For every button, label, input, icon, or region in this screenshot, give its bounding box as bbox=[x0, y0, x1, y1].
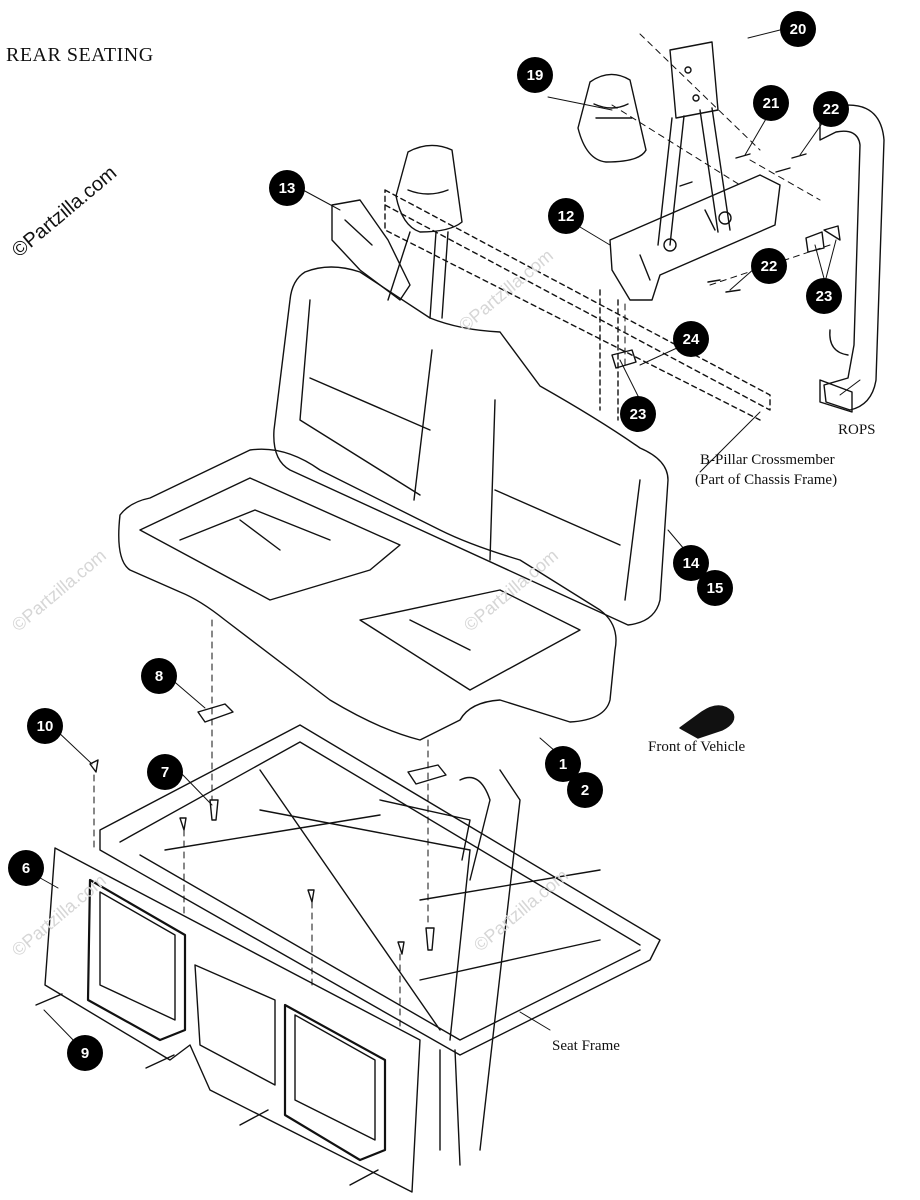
rops-label: ROPS bbox=[838, 422, 876, 438]
callout-8: 8 bbox=[141, 658, 177, 694]
side-bracket-13 bbox=[331, 199, 411, 301]
callout-19: 19 bbox=[517, 57, 553, 93]
headrest-post-frame bbox=[657, 41, 731, 246]
callout-22b: 22 bbox=[751, 248, 787, 284]
callout-7: 7 bbox=[147, 754, 183, 790]
callout-21: 21 bbox=[753, 85, 789, 121]
callout-20: 20 bbox=[780, 11, 816, 47]
b-pillar-sublabel: (Part of Chassis Frame) bbox=[695, 472, 838, 488]
callout-9: 9 bbox=[67, 1035, 103, 1071]
fasteners bbox=[35, 153, 841, 1186]
front-arrow bbox=[679, 705, 735, 739]
seat-back bbox=[273, 266, 669, 626]
callout-10: 10 bbox=[27, 708, 63, 744]
callout-23: 23 bbox=[806, 278, 842, 314]
rear-bracket bbox=[609, 174, 781, 301]
seat-bottom bbox=[118, 448, 617, 741]
b-pillar-label: B-Pillar Crossmember bbox=[700, 452, 835, 468]
callout-15: 15 bbox=[697, 570, 733, 606]
callout-12: 12 bbox=[548, 198, 584, 234]
page-title: REAR SEATING bbox=[6, 44, 154, 66]
callout-22: 22 bbox=[813, 91, 849, 127]
seat-frame-label: Seat Frame bbox=[552, 1038, 620, 1054]
assembly-lines bbox=[93, 33, 831, 1031]
rear-headrest bbox=[577, 73, 647, 163]
seat-frame bbox=[99, 724, 661, 1166]
rops-bar bbox=[819, 104, 885, 413]
callout-24: 24 bbox=[673, 321, 709, 357]
callout-6: 6 bbox=[8, 850, 44, 886]
callout-23b: 23 bbox=[620, 396, 656, 432]
front-headrest bbox=[387, 144, 463, 319]
callout-2: 2 bbox=[567, 772, 603, 808]
front-of-vehicle-label: Front of Vehicle bbox=[648, 739, 746, 755]
rear-panel bbox=[44, 847, 421, 1193]
callout-13: 13 bbox=[269, 170, 305, 206]
b-pillar-crossmember bbox=[384, 189, 771, 421]
